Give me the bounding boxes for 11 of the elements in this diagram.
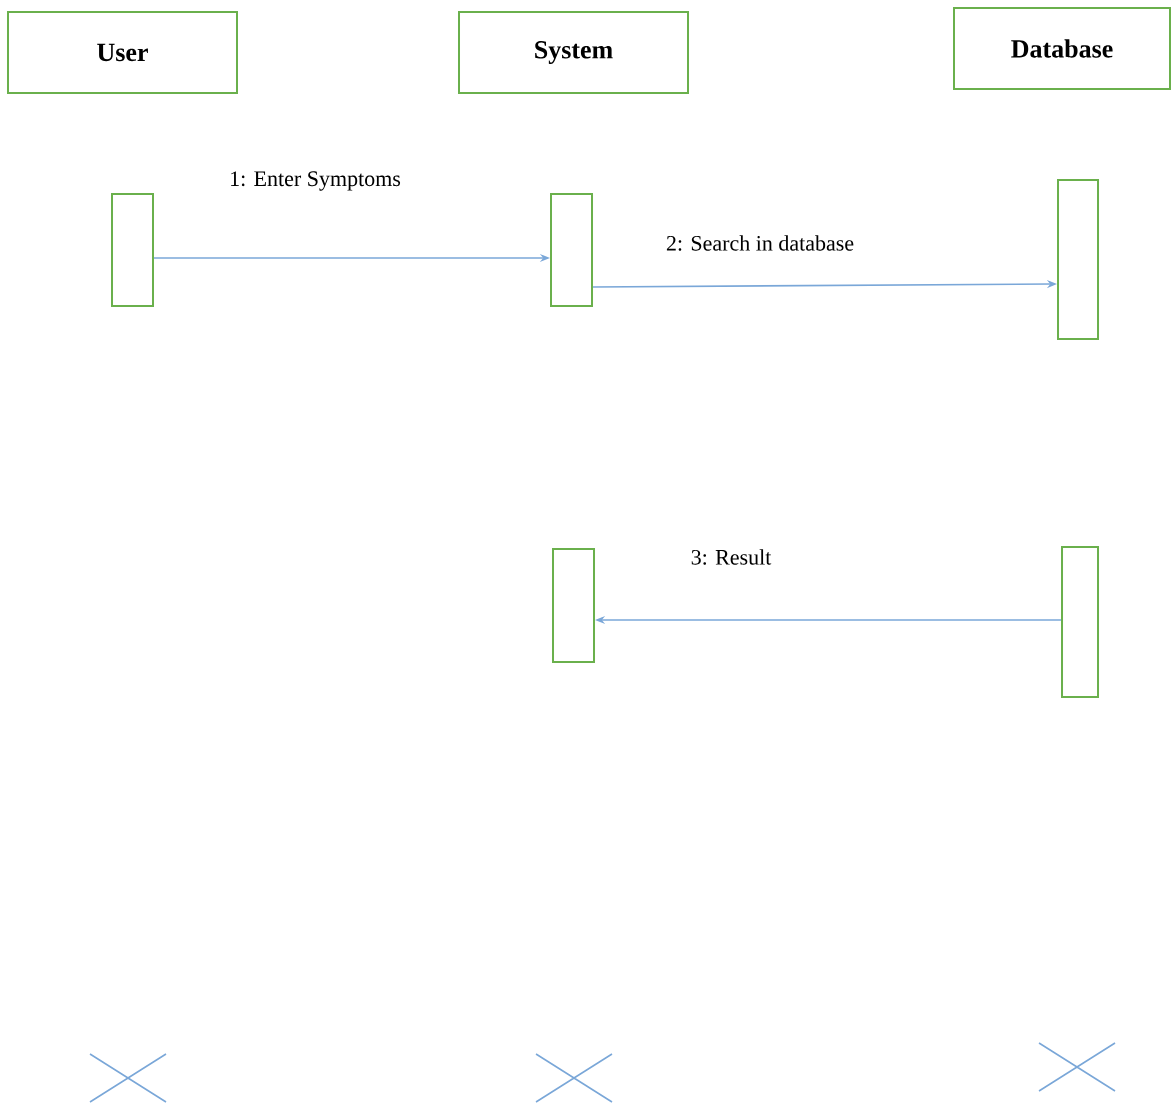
edge-label: 3: Result [691, 549, 772, 565]
activation-bar [111, 193, 154, 307]
lifeline-head-box: System [458, 11, 689, 94]
edge-label: 1: Enter Symptoms [231, 171, 401, 191]
activation-bar [1057, 179, 1099, 340]
activation-bar [1061, 546, 1099, 698]
lifeline-head-box: User [7, 11, 238, 94]
activation-bar [552, 548, 595, 663]
activation-bar [550, 193, 593, 307]
lifeline-head-box: Database [953, 7, 1171, 90]
edge-label: 2: Search in database [666, 235, 854, 251]
